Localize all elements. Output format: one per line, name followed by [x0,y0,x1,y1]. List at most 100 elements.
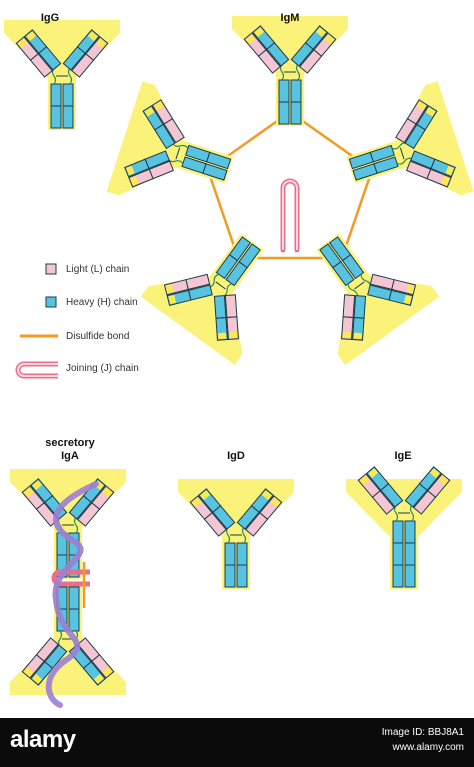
heavy-chain-segment [404,542,416,566]
yellow-backdrop [232,16,348,126]
binding-tip [353,332,363,340]
binding-tip [130,175,139,186]
heavy-chain-segment [224,542,236,566]
binding-tip [429,468,440,479]
iga-upper-monomer [10,469,126,579]
right-arm [142,99,185,150]
heavy-chain-segment [404,520,416,544]
heavy-chain-segment [225,261,248,287]
heavy-chain-segment [373,156,399,174]
watermark-image-id: Image ID: BBJ8A1 [381,727,464,738]
binding-tip [359,475,370,486]
igm-disulfide-pentagon [206,110,374,260]
heavy-chain-segment [50,105,62,129]
right-arm [62,29,109,78]
right-arm [341,294,367,341]
legend-heavy-label: Heavy (H) chain [66,297,138,308]
heavy-chain-segment [392,542,404,566]
yellow-backdrop [346,479,462,589]
heavy-chain-segment [392,564,404,588]
light-chain-segment [342,294,356,319]
binding-tip [368,468,379,479]
igg-monomer [4,20,120,130]
heavy-chain-segment [236,564,248,588]
igg-title: IgG [40,12,60,24]
binding-tip [191,497,202,508]
binding-tip [438,475,449,486]
igm-monomer [106,81,234,196]
binding-tip [254,27,265,38]
binding-tip [17,38,28,49]
binding-tip [270,497,281,508]
left-arm [15,29,62,78]
right-arm [404,466,451,515]
igm-joining-chain [280,178,300,253]
watermark-bar: alamy Image ID: BBJ8A1 www.alamy.com [0,718,474,767]
binding-tip [32,673,43,684]
binding-tip [342,331,352,339]
left-arm [21,637,68,686]
igm-monomer [232,16,348,126]
hinge-disulfide [175,147,181,160]
igm-monomer [346,81,474,196]
binding-tip [403,294,412,305]
right-arm [163,273,213,306]
legend-light-swatch [45,263,57,275]
iga-title-line2: IgA [61,450,79,462]
binding-tip [406,284,415,294]
iga-lower-monomer [10,585,126,695]
heavy-chain-segment [278,79,290,103]
binding-tip [93,673,104,684]
binding-tip [315,27,326,38]
binding-tip [126,165,135,176]
binding-tip [96,38,107,49]
binding-tip [87,31,98,42]
iga-title-line1: secretory [45,437,95,449]
binding-tip [217,332,227,340]
binding-tip [153,101,164,111]
heavy-chain-segment [332,261,355,287]
ige-title: IgE [394,450,412,462]
binding-tip [102,666,113,677]
yellow-backdrop [106,81,234,196]
binding-tip [165,284,174,294]
legend-joining-label: Joining (J) chain [66,363,139,374]
hinge-disulfide [399,147,405,160]
igd-monomer [178,479,294,589]
binding-tip [32,480,43,491]
binding-tip [102,487,113,498]
heavy-chain-segment [215,254,239,280]
legend-disulfide-label: Disulfide bond [66,331,130,342]
binding-tip [261,490,272,501]
left-arm [367,273,417,306]
hinge-disulfide [215,281,226,290]
binding-tip [23,487,34,498]
binding-tip [228,331,238,339]
watermark-url: www.alamy.com [392,742,465,753]
legend-joining-swatch [15,361,58,379]
yellow-backdrop [10,585,126,695]
binding-tip [200,490,211,501]
heavy-chain-segment [404,564,416,588]
binding-tip [445,165,454,176]
binding-tip [168,294,177,305]
heavy-chain-segment [353,295,367,319]
binding-tip [245,34,256,45]
heavy-chain-segment [236,542,248,566]
igm-joining-chain-highlight [282,180,298,250]
heavy-chain-segment [62,83,74,107]
right-arm [290,25,337,74]
left-arm [21,478,68,527]
left-arm [357,466,404,515]
legend-joining-swatch-highlight [17,363,58,377]
binding-tip [144,107,155,117]
yellow-backdrop [178,479,294,589]
light-chain-segment [224,294,238,319]
heavy-chain-segment [341,254,365,280]
igm-title: IgM [280,12,300,24]
right-arm [236,488,283,537]
left-arm [243,25,290,74]
hinge-disulfide [354,281,365,290]
left-arm [124,150,175,188]
heavy-chain-segment [185,144,211,163]
